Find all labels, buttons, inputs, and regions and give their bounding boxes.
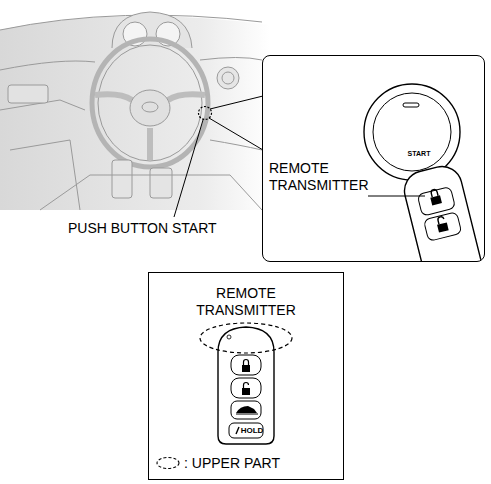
button-text: HOLD [241,426,264,435]
part-label: PUSH BUTTON START [68,220,217,236]
leader-line [174,120,203,217]
upper-part-marker [200,323,292,353]
start-button-illustration [364,84,484,261]
button-text: START [408,150,431,157]
inset-box: REMOTE TRANSMITTER [262,55,485,262]
button-marker [199,107,212,120]
node-title: REMOTE TRANSMITTER [191,285,301,319]
legend-sample [157,458,179,469]
node-title: REMOTE TRANSMITTER [269,160,373,194]
view-box: REMOTE TRANSMITTER [148,272,344,480]
zoom-line [209,118,263,150]
legend-text: : UPPER PART [184,455,280,471]
dashboard-illustration [0,12,270,210]
remote-transmitter-illustration [218,327,274,444]
zoom-line [210,96,263,109]
leader-line [368,196,425,197]
